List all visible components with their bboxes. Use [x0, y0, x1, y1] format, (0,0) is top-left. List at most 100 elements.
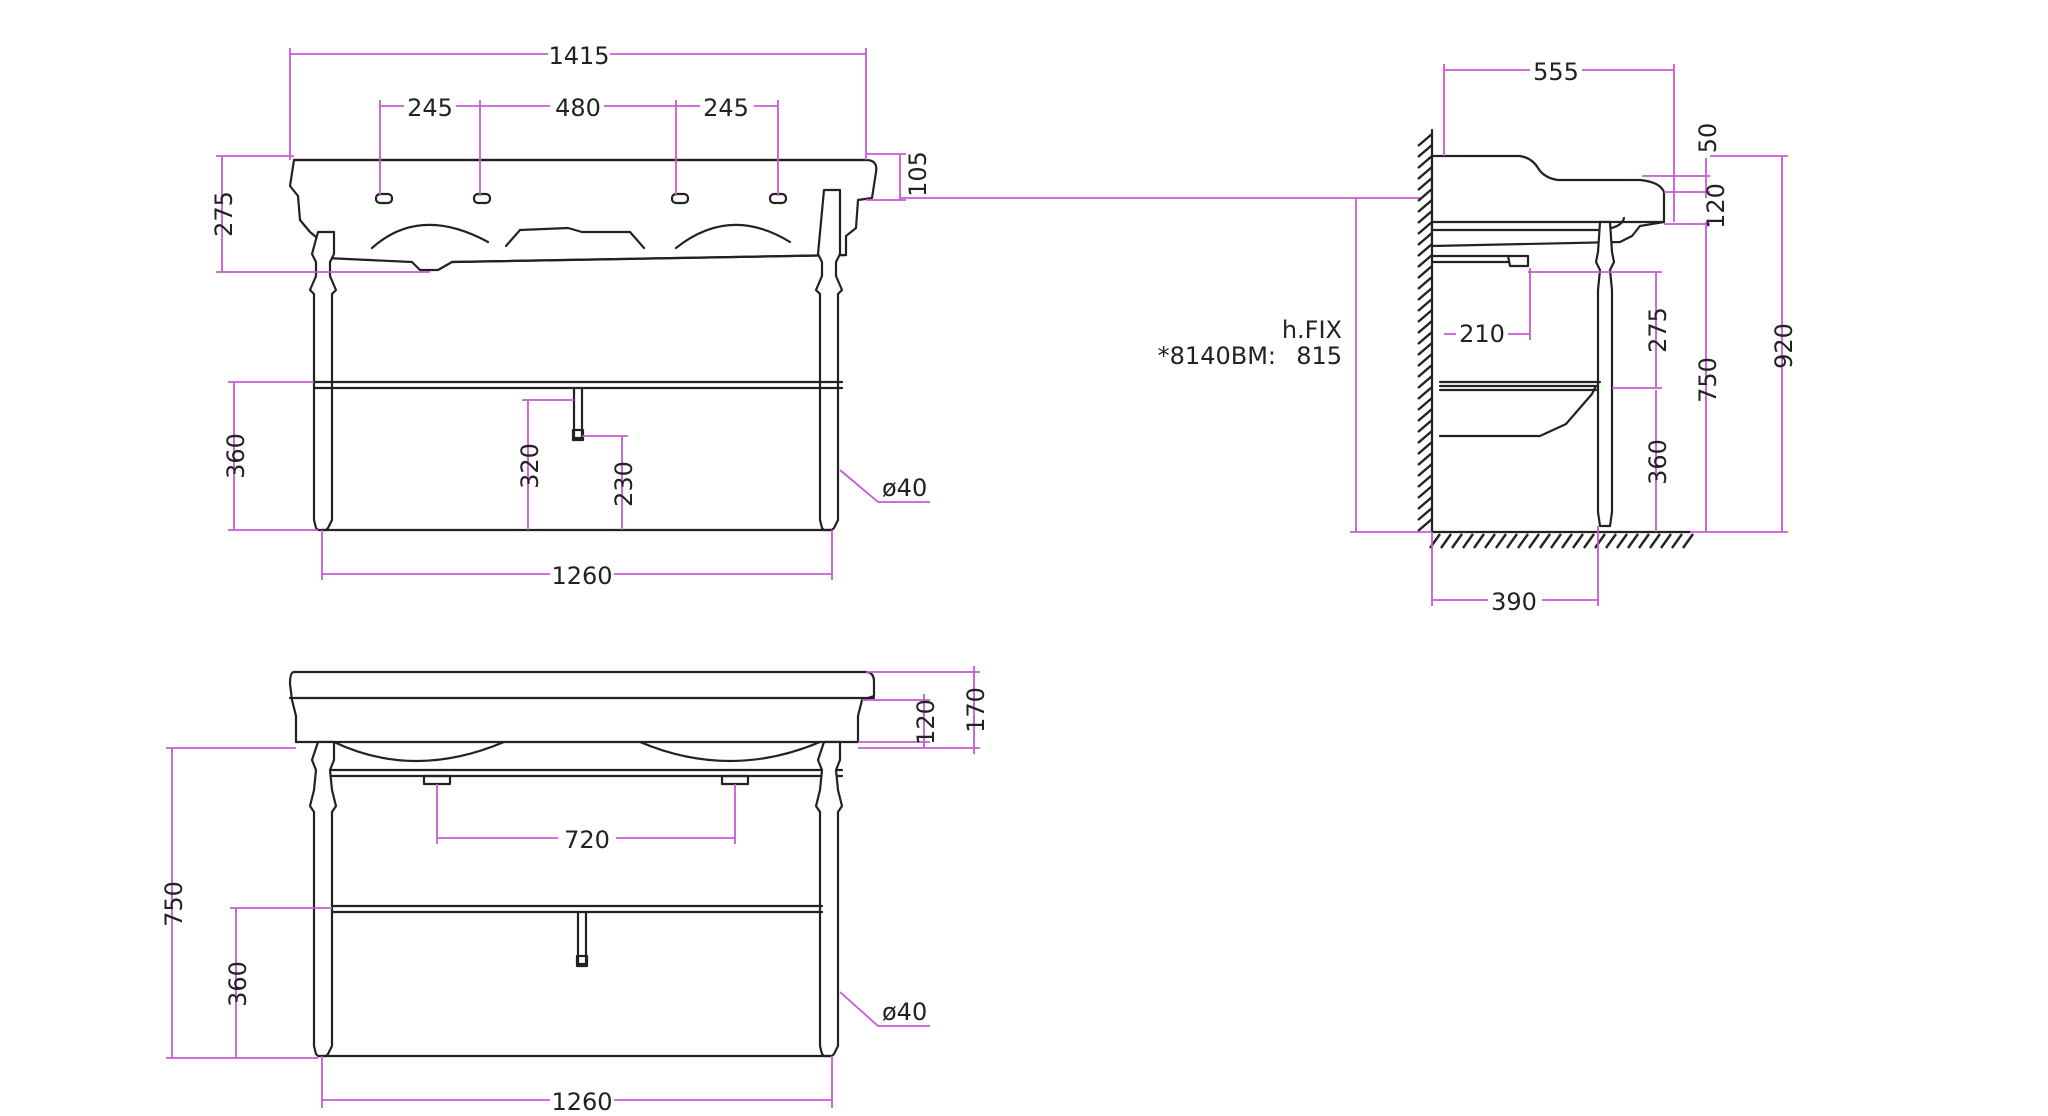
hatch-line	[1417, 441, 1433, 455]
hatch-line	[1417, 342, 1433, 356]
dim-rim-height: 105	[904, 151, 932, 197]
dim-waste-height: 320	[516, 443, 544, 489]
rear-bowl-left	[332, 740, 506, 763]
tap-hole	[670, 192, 690, 205]
hatch-line	[1417, 353, 1433, 367]
hatch-line	[1417, 243, 1433, 257]
hatch-line	[1417, 254, 1433, 268]
rear-waste-pipe	[576, 910, 588, 966]
dim-side-waste-offset: 210	[1459, 320, 1505, 348]
dim-rear-overall: 170	[962, 687, 990, 733]
fix-model: *8140BM:	[1158, 342, 1276, 370]
hatch-line	[1417, 452, 1433, 466]
hatch-line	[1417, 221, 1433, 235]
tap-hole	[472, 192, 492, 205]
dim-side-height: 750	[1694, 357, 1722, 403]
hatch-line	[1417, 320, 1433, 334]
rear-bowl-right	[638, 740, 822, 763]
dim-shelf-height: 360	[222, 433, 250, 479]
hatch-line	[1417, 309, 1433, 323]
hatch-line	[1417, 375, 1433, 389]
hatch-line	[1627, 533, 1639, 549]
dim-side-basin-drop: 275	[1644, 307, 1672, 353]
hatch-line	[1417, 408, 1433, 422]
dim-trap-height: 230	[610, 461, 638, 507]
dim-rear-leg-diameter: ø40	[882, 998, 927, 1026]
dim-side-shelf-height: 360	[1644, 439, 1672, 485]
floor-hatch	[1429, 533, 1694, 549]
hatch-line	[1517, 533, 1529, 549]
rear-dimensions: 120 170 720 750 360 ø40 1260	[160, 666, 990, 1116]
hatch-line	[1417, 298, 1433, 312]
dim-leg-diameter: ø40	[882, 474, 927, 502]
hatch-line	[1417, 133, 1433, 147]
front-bowl-left	[370, 223, 490, 250]
side-leg	[1594, 220, 1616, 528]
hatch-line	[1417, 155, 1433, 169]
dim-side-lip: 50	[1694, 123, 1722, 154]
dim-leg-span: 1260	[551, 562, 612, 590]
tap-hole	[374, 192, 394, 205]
dim-rear-height: 750	[160, 881, 188, 927]
rear-view	[288, 670, 876, 1058]
rear-leg-right	[814, 740, 844, 1058]
front-waste-pipe	[572, 386, 584, 440]
dim-rear-leg-span: 1260	[551, 1088, 612, 1116]
side-view	[1417, 128, 1694, 549]
hatch-line	[1417, 232, 1433, 246]
hatch-line	[1594, 533, 1606, 549]
hatch-line	[1671, 533, 1683, 549]
hatch-line	[1417, 166, 1433, 180]
hatch-line	[1440, 533, 1452, 549]
hatch-line	[1417, 364, 1433, 378]
dim-rear-shelf-height: 360	[224, 961, 252, 1007]
hatch-line	[1649, 533, 1661, 549]
hatch-line	[1682, 533, 1694, 549]
dim-side-rim: 120	[1702, 183, 1730, 229]
front-view	[288, 158, 878, 532]
fix-value: 815	[1296, 342, 1342, 370]
hatch-line	[1638, 533, 1650, 549]
hatch-line	[1539, 533, 1551, 549]
front-bowl-right	[674, 223, 792, 250]
side-shelf	[1438, 384, 1598, 438]
dim-basin-depth: 275	[210, 191, 238, 237]
hatch-line	[1417, 419, 1433, 433]
hatch-line	[1417, 287, 1433, 301]
hatch-line	[1550, 533, 1562, 549]
hatch-line	[1484, 533, 1496, 549]
hatch-line	[1462, 533, 1474, 549]
hatch-line	[1528, 533, 1540, 549]
fix-height-note: h.FIX *8140BM: 815	[1158, 316, 1342, 370]
dim-side-leg-depth: 390	[1491, 588, 1537, 616]
hatch-line	[1417, 485, 1433, 499]
hatch-line	[1417, 474, 1433, 488]
hatch-line	[1451, 533, 1463, 549]
hatch-line	[1583, 533, 1595, 549]
dim-overall-width: 1415	[548, 42, 609, 70]
side-basin-body	[1430, 154, 1666, 248]
hatch-line	[1417, 188, 1433, 202]
hatch-line	[1572, 533, 1584, 549]
hatch-line	[1417, 144, 1433, 158]
rear-bracket-left	[422, 774, 452, 786]
hatch-line	[1417, 430, 1433, 444]
dim-side-overall-height: 920	[1770, 323, 1798, 369]
dim-tap-right: 245	[703, 94, 749, 122]
front-leg-right	[814, 188, 844, 532]
dim-rear-rim: 120	[912, 699, 940, 745]
dim-tap-center: 480	[555, 94, 601, 122]
side-waste	[1506, 254, 1530, 268]
hatch-line	[1417, 276, 1433, 290]
hatch-line	[1417, 397, 1433, 411]
hatch-line	[1660, 533, 1672, 549]
hatch-line	[1473, 533, 1485, 549]
hatch-line	[1417, 463, 1433, 477]
wall-hatch	[1417, 133, 1433, 532]
hatch-line	[1506, 533, 1518, 549]
hatch-line	[1417, 518, 1433, 532]
dim-rear-bracket-spacing: 720	[564, 826, 610, 854]
hatch-line	[1417, 507, 1433, 521]
hatch-line	[1561, 533, 1573, 549]
